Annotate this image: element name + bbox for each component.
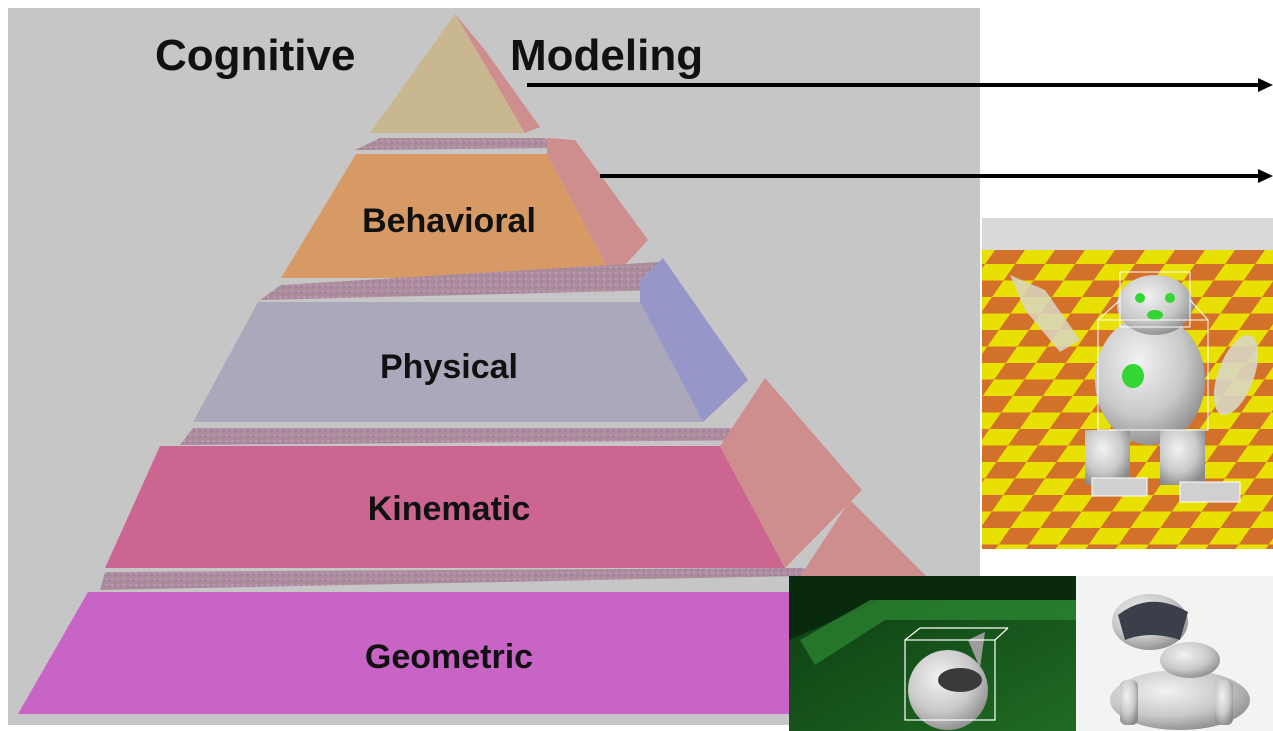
ledge-1 bbox=[355, 138, 560, 150]
level-behavioral-label: Behavioral bbox=[362, 202, 536, 240]
apex-side bbox=[455, 14, 540, 133]
level-geometric-label: Geometric bbox=[365, 638, 533, 676]
modeling-label: Modeling bbox=[510, 31, 703, 80]
level-physical-side bbox=[640, 258, 748, 422]
level-kinematic-label: Kinematic bbox=[368, 490, 531, 528]
arrow-cognitive bbox=[527, 78, 1273, 92]
arrow-behavioral bbox=[600, 169, 1273, 183]
level-physical-front bbox=[193, 302, 703, 422]
apex-front bbox=[370, 14, 525, 133]
level-kinematic-front bbox=[105, 446, 785, 568]
ledge-3 bbox=[180, 428, 780, 445]
level-kinematic-side bbox=[720, 378, 862, 568]
level-behavioral-side bbox=[547, 138, 648, 278]
robot-dog-sim-image bbox=[789, 576, 1076, 731]
cognitive-label: Cognitive bbox=[155, 31, 355, 80]
robot-dog-photo-image bbox=[1076, 576, 1273, 731]
humanoid-robot-image bbox=[982, 218, 1273, 549]
level-geometric-front bbox=[18, 592, 840, 714]
level-physical-label: Physical bbox=[380, 348, 518, 386]
ledge-2 bbox=[260, 262, 665, 300]
ledge-4 bbox=[100, 568, 850, 590]
level-behavioral-front bbox=[281, 154, 613, 278]
